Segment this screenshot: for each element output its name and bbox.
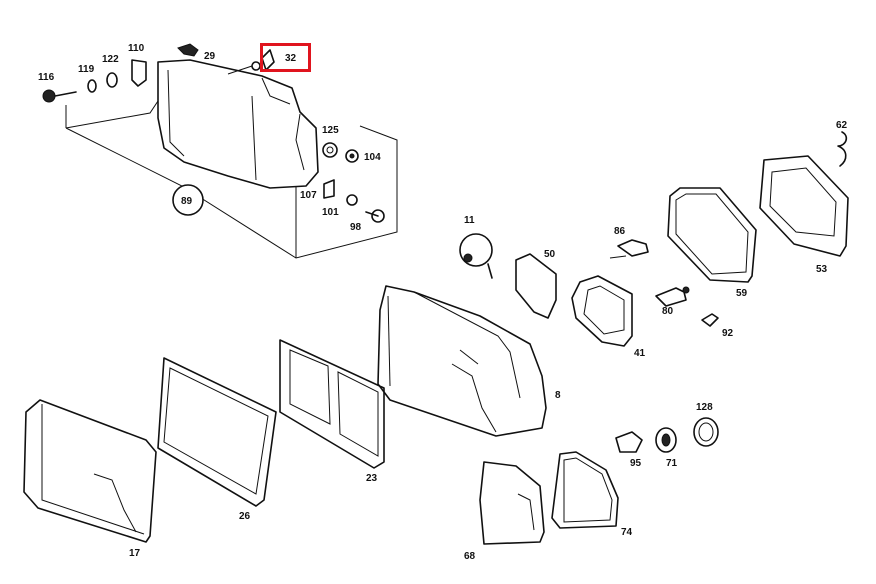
cap-32[interactable] — [227, 49, 275, 75]
nut-122[interactable] — [106, 72, 118, 88]
label-17: 17 — [129, 548, 141, 559]
bulb-92[interactable] — [701, 313, 719, 327]
bracket-107[interactable] — [323, 179, 335, 199]
socket-71[interactable] — [655, 427, 677, 453]
label-98: 98 — [350, 222, 362, 233]
label-71: 71 — [666, 458, 678, 469]
label-86: 86 — [614, 226, 626, 237]
label-50: 50 — [544, 249, 556, 260]
reflector-41[interactable] — [571, 275, 633, 347]
gasket-frame-26[interactable] — [157, 357, 277, 507]
label-107: 107 — [300, 190, 317, 201]
cover-53[interactable] — [759, 155, 849, 257]
lens-17[interactable] — [23, 399, 157, 543]
callout-89 — [172, 184, 204, 216]
bolt-98[interactable] — [365, 209, 385, 223]
label-122: 122 — [102, 54, 119, 65]
connector-11[interactable] — [459, 233, 493, 279]
housing-assembly — [42, 43, 398, 259]
label-116: 116 — [38, 72, 55, 83]
bulb-95[interactable] — [615, 431, 643, 453]
indicator-lens-68[interactable] — [479, 461, 545, 545]
label-89: 89 — [181, 196, 193, 207]
label-119: 119 — [78, 64, 95, 75]
label-32: 32 — [285, 53, 297, 64]
clip-110[interactable] — [131, 59, 147, 87]
gasket-59[interactable] — [667, 187, 757, 283]
label-29: 29 — [204, 51, 216, 62]
label-53: 53 — [816, 264, 828, 275]
spring-62[interactable] — [837, 131, 848, 167]
label-101: 101 — [322, 207, 339, 218]
label-8: 8 — [555, 390, 561, 401]
bulb-86[interactable] — [609, 239, 649, 259]
clip-29[interactable] — [177, 43, 199, 57]
washer-101[interactable] — [346, 194, 358, 206]
reflector-cap-50[interactable] — [515, 253, 557, 319]
bulb-80[interactable] — [655, 286, 690, 307]
highlight-box-32 — [260, 43, 311, 72]
gasket-74[interactable] — [551, 451, 619, 529]
washer-119[interactable] — [87, 79, 97, 93]
label-80: 80 — [662, 306, 674, 317]
label-104: 104 — [364, 152, 381, 163]
label-92: 92 — [722, 328, 734, 339]
label-68: 68 — [464, 551, 476, 562]
label-11: 11 — [464, 215, 475, 226]
label-125: 125 — [322, 125, 339, 136]
headlamp-unit-8[interactable] — [377, 285, 547, 437]
label-23: 23 — [366, 473, 378, 484]
label-74: 74 — [621, 527, 633, 538]
label-128: 128 — [696, 402, 713, 413]
adjuster-125[interactable] — [322, 142, 338, 158]
label-26: 26 — [239, 511, 251, 522]
headlamp-housing[interactable] — [157, 59, 319, 189]
label-41: 41 — [634, 348, 646, 359]
seal-128[interactable] — [693, 417, 719, 447]
label-110: 110 — [128, 43, 145, 54]
label-59: 59 — [736, 288, 748, 299]
label-62: 62 — [836, 120, 848, 131]
label-95: 95 — [630, 458, 642, 469]
bezel-frame-23[interactable] — [279, 339, 385, 469]
screw-116[interactable] — [42, 89, 77, 103]
